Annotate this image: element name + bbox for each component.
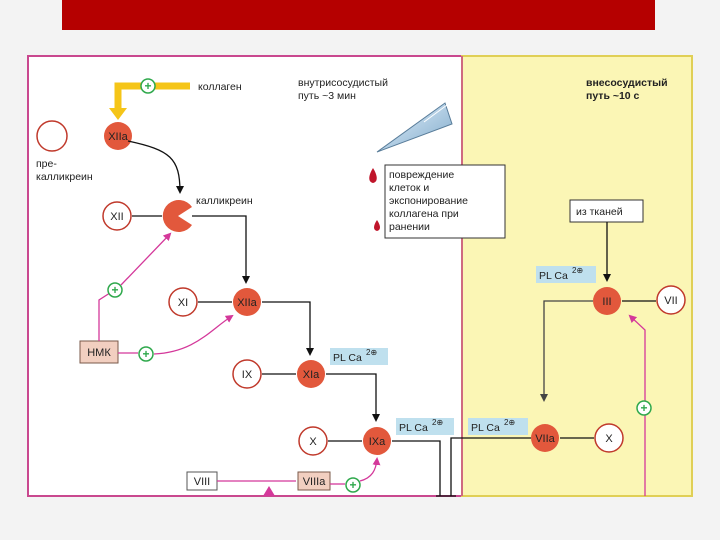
collagen-arrow-head xyxy=(109,108,127,120)
injury-line-4: коллагена при xyxy=(389,208,459,220)
factor-xia-label: XIa xyxy=(303,369,320,381)
plus-icon-glyph: + xyxy=(349,478,356,492)
plus-icon xyxy=(107,282,123,298)
arrow-xia-to-ixa xyxy=(326,373,380,422)
factor-xiia-label: XIIa xyxy=(237,297,257,309)
prekallikrein-label-line2: калликреин xyxy=(36,171,93,183)
plus-icon-glyph: + xyxy=(640,401,647,415)
injury-line-2: клеток и xyxy=(389,182,429,194)
plus-icon-glyph: + xyxy=(144,79,151,93)
factor-xi-node xyxy=(168,287,198,317)
factor-iii-node xyxy=(593,287,621,315)
arrow-iii-to-viia xyxy=(540,300,593,402)
cofactor-sup-4: 2⊕ xyxy=(504,418,515,427)
cofactor-label-3: PL Ca xyxy=(539,270,568,282)
cofactor-label-2: PL Ca xyxy=(399,422,428,434)
arrow-viiia-to-ixa xyxy=(359,457,381,482)
cofactor-box-4 xyxy=(468,418,528,435)
plus-icon-glyph: + xyxy=(142,347,149,361)
feedback-line-to-iii xyxy=(628,314,646,496)
arrow-xiia-to-xia xyxy=(262,301,314,356)
ixa-output-line xyxy=(392,440,441,496)
factor-iii-label: III xyxy=(602,296,611,308)
hmk-label: НМК xyxy=(87,347,111,359)
thrombin-feedback-arrowhead xyxy=(263,486,275,496)
plus-icon xyxy=(140,78,156,94)
viia-output-line xyxy=(450,437,531,452)
plus-icon xyxy=(636,400,652,416)
cofactor-label-1: PL Ca xyxy=(333,352,362,364)
factor-ixa-node xyxy=(363,427,391,455)
cofactor-box-1 xyxy=(330,348,388,365)
hmk-up-line xyxy=(98,290,114,341)
cofactor-box-2 xyxy=(396,418,454,435)
blood-drop-icon xyxy=(374,220,380,231)
plus-icon xyxy=(138,346,154,362)
factor-x-right-node xyxy=(594,423,624,453)
factor-xiia-node xyxy=(233,288,261,316)
knife-edge xyxy=(423,104,448,123)
extrinsic-title-line1: внесосудистый xyxy=(586,77,668,89)
title-bar xyxy=(62,0,655,30)
factor-ixa-label: IXa xyxy=(369,436,386,448)
factor-xi-label: XI xyxy=(178,297,188,309)
factor-viii-label: VIII xyxy=(194,476,211,488)
blood-drop-icon xyxy=(369,168,377,183)
arrow-xiia-to-kallikrein xyxy=(127,140,184,194)
factor-ix-node xyxy=(232,359,262,389)
factor-vii-node xyxy=(656,285,686,315)
factor-xiia-top-label: XIIa xyxy=(108,131,128,143)
kallikrein-node xyxy=(162,200,192,232)
cofactor-sup-1: 2⊕ xyxy=(366,348,377,357)
factor-viiia-box xyxy=(297,471,331,491)
factor-x-left-label: X xyxy=(309,436,317,448)
arrow-hmk-to-kallikrein xyxy=(120,232,172,286)
factor-x-right-label: X xyxy=(605,433,613,445)
cofactor-sup-2: 2⊕ xyxy=(432,418,443,427)
injury-line-3: экспонирование xyxy=(389,195,468,207)
collagen-arrow xyxy=(114,82,190,110)
collagen-label: коллаген xyxy=(198,81,242,93)
plus-icon-glyph: + xyxy=(111,283,118,297)
factor-xia-node xyxy=(297,360,325,388)
kallikrein-label: калликреин xyxy=(196,195,253,207)
injury-line-5: ранении xyxy=(389,221,430,233)
factor-xii-label: XII xyxy=(110,211,123,223)
factor-viiia-label: VIIIa xyxy=(303,476,327,488)
plus-icon xyxy=(345,477,361,493)
factor-x-left-node xyxy=(298,426,328,456)
intrinsic-title-line2: путь ~3 мин xyxy=(298,90,356,102)
arrow-kallikrein-to-xiia xyxy=(192,215,250,284)
cofactor-label-4: PL Ca xyxy=(471,422,500,434)
cofactor-box-3 xyxy=(536,266,596,283)
cofactor-sup-3: 2⊕ xyxy=(572,266,583,275)
intrinsic-title-line1: внутрисосудистый xyxy=(298,77,388,89)
factor-viia-label: VIIa xyxy=(535,433,555,445)
factor-xii-node xyxy=(102,201,132,231)
arrow-hmk-to-xiia xyxy=(153,314,234,355)
extrinsic-title-line2: путь ~10 с xyxy=(586,90,640,102)
from-tissues-label: из тканей xyxy=(576,206,623,218)
factor-viia-node xyxy=(531,424,559,452)
injury-line-1: повреждение xyxy=(389,169,454,181)
prekallikrein-node xyxy=(36,120,68,152)
factor-xiia-top-node xyxy=(104,122,132,150)
injury-box xyxy=(384,164,506,239)
factor-vii-label: VII xyxy=(664,295,677,307)
prekallikrein-label-line1: пре- xyxy=(36,158,57,170)
factor-ix-label: IX xyxy=(242,369,253,381)
